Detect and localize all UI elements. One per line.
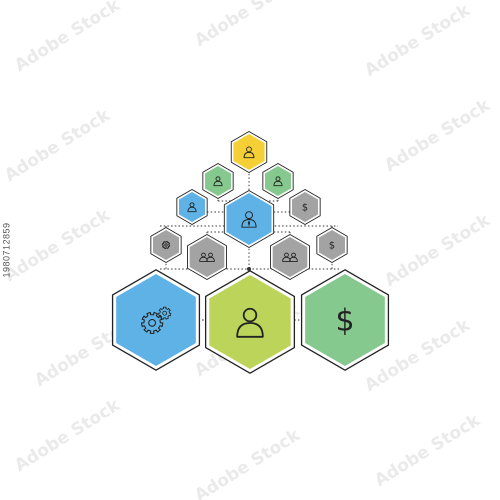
manager-icon xyxy=(241,211,257,228)
stock-id: 1980712859 xyxy=(0,0,14,500)
hexagon-right-group-gray xyxy=(270,234,310,280)
svg-text:$: $ xyxy=(329,240,335,251)
hexagon-fill xyxy=(272,237,308,277)
gear-icon xyxy=(161,240,171,250)
hexagon-left-user-green xyxy=(202,163,234,199)
hexagon-nodes: $ $ $ xyxy=(111,131,390,374)
watermark-text: Adobe Stock xyxy=(191,0,304,51)
user-icon xyxy=(273,176,283,187)
hexagon-left-gear-gray xyxy=(150,227,182,263)
hexagon-fill xyxy=(153,230,179,260)
group-icon xyxy=(199,252,215,262)
hexagon-fill xyxy=(189,237,225,277)
user-icon xyxy=(243,146,255,159)
connector-dot xyxy=(247,267,251,271)
hexagon-left-user-blue xyxy=(176,189,208,225)
hexagon-fill xyxy=(292,192,318,222)
watermark-text: Adobe Stock xyxy=(11,395,124,476)
watermark-text: Adobe Stock xyxy=(1,205,114,286)
hexagon-big-gears-blue xyxy=(111,269,201,371)
watermark-text: Adobe Stock xyxy=(361,0,474,81)
watermark-text: Adobe Stock xyxy=(191,425,304,500)
hexagon-right-user-green xyxy=(262,163,294,199)
watermark-text: Adobe Stock xyxy=(371,410,484,491)
hexagon-top-user xyxy=(230,131,268,173)
user-icon xyxy=(236,307,264,338)
hexagon-center-manager-blue xyxy=(223,190,275,248)
hexagon-big-dollar-green: $ xyxy=(300,269,390,371)
hexagon-big-user-lime xyxy=(204,270,296,374)
dollar-icon: $ xyxy=(302,202,308,213)
hexagon-fill xyxy=(319,230,345,260)
group-icon xyxy=(282,252,298,262)
watermark-text: Adobe Stock xyxy=(1,105,114,186)
hexagon-left-group-gray xyxy=(187,234,227,280)
user-icon xyxy=(187,202,197,213)
stock-id-text: 1980712859 xyxy=(2,222,12,278)
hexagon-fill xyxy=(116,274,196,366)
watermark-text: Adobe Stock xyxy=(381,95,494,176)
dollar-icon: $ xyxy=(335,304,354,339)
hexagon-right-dollar-gray-small: $ xyxy=(316,227,348,263)
hexagon-fill xyxy=(305,274,385,366)
dollar-icon: $ xyxy=(329,240,335,251)
watermark-text: Adobe Stock xyxy=(381,210,494,291)
user-icon xyxy=(213,176,223,187)
svg-text:$: $ xyxy=(335,304,354,339)
gears-icon xyxy=(140,306,172,334)
hexagon-right-dollar-gray: $ xyxy=(289,189,321,225)
watermark-text: Adobe Stock xyxy=(11,0,124,76)
svg-text:$: $ xyxy=(302,202,308,213)
